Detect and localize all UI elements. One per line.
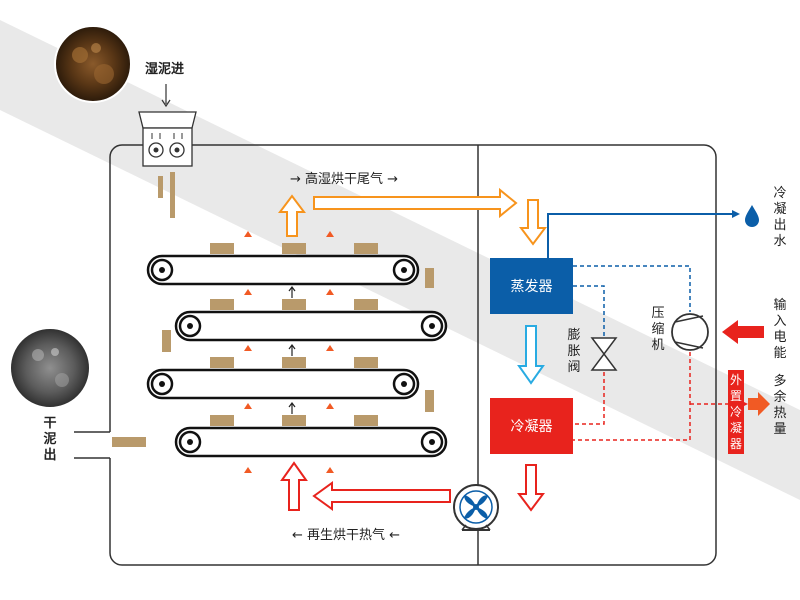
dry-sludge-out-label: 干泥出 <box>43 416 57 463</box>
wet-sludge-in-label: 湿泥进 <box>145 62 185 77</box>
evaporator-water-line <box>547 213 732 258</box>
cooled-air-arrow <box>517 325 545 385</box>
evaporator-valve-line <box>573 285 605 336</box>
external-condenser-badge <box>728 370 744 454</box>
wet-sludge-photo <box>54 25 132 103</box>
evaporator-suction-line <box>573 265 691 312</box>
wet-sludge-texture <box>72 47 88 63</box>
excess-heat-arrow <box>748 392 770 416</box>
exhaust-right-arrow <box>313 187 518 219</box>
water-drop-icon <box>745 205 759 227</box>
water-line-arrow-head <box>732 210 740 218</box>
wet-sludge-texture <box>94 64 114 84</box>
hot-air-label: ← 再生烘干热气 ← <box>292 528 401 543</box>
compressor-icon <box>671 313 709 351</box>
power-input-label: 输入电能 <box>773 298 787 361</box>
evaporator-box <box>490 258 573 314</box>
conveyor-belt-3 <box>146 368 420 400</box>
dry-sludge-texture <box>32 349 44 361</box>
hot-air-up-arrow <box>280 461 308 511</box>
expansion-valve-icon <box>590 337 618 371</box>
air-flow-arrows <box>288 286 296 414</box>
condensed-water-label: 冷凝出水 <box>773 186 787 249</box>
heated-air-arrow <box>517 464 545 512</box>
power-input-arrow <box>722 320 764 344</box>
expansion-valve-label: 膨胀阀 <box>567 328 581 375</box>
valve-condenser-line <box>573 372 605 425</box>
conveyor-belt-4 <box>174 426 448 458</box>
hot-air-left-arrow <box>312 481 451 511</box>
conveyor-belt-2 <box>174 310 448 342</box>
dry-sludge-texture <box>51 348 59 356</box>
evaporator-label: 蒸发器 <box>510 279 553 295</box>
dry-sludge-texture <box>55 373 69 387</box>
excess-heat-label: 多余热量 <box>773 374 787 437</box>
wet-sludge-texture <box>91 43 101 53</box>
exhaust-up-arrow <box>278 194 306 237</box>
inlet-arrow-head <box>161 99 171 108</box>
fan-icon <box>453 484 499 531</box>
dry-sludge-photo <box>9 327 91 409</box>
conveyor-belt-1 <box>146 254 420 286</box>
sludge-strip <box>158 176 163 198</box>
compressor-discharge-line <box>573 352 691 441</box>
sludge-strip <box>170 172 175 218</box>
external-condenser-label: 外置冷凝器 <box>729 373 742 451</box>
sludge-blocks <box>112 243 434 447</box>
feed-hopper <box>138 111 197 167</box>
compressor-label: 压缩机 <box>651 306 665 353</box>
exhaust-label: → 高湿烘干尾气 → <box>290 172 399 187</box>
dryer-frame <box>109 144 717 566</box>
condenser-label: 冷凝器 <box>510 419 553 435</box>
condenser-box <box>490 398 573 454</box>
heat-arrows <box>244 231 334 473</box>
exhaust-down-arrow <box>519 199 547 246</box>
